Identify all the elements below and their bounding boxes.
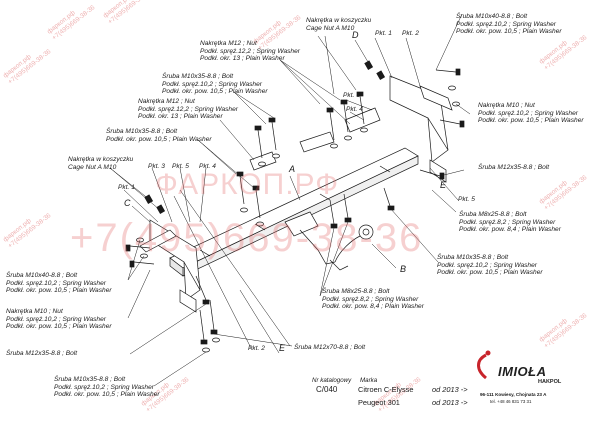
pkt-label: Pkt. 5 (458, 196, 475, 203)
pkt-label: Pkt. 2 (248, 345, 265, 352)
brand-address: 96-111 Kowiesy, Chojnata 23 A (480, 392, 547, 397)
callout-bolt-m12x70: Śruba M12x70-8.8 ; Bolt (294, 344, 366, 351)
pkt-label: Pkt. 1 (375, 30, 392, 37)
catalog-number: C/040 (316, 385, 338, 394)
vehicle-year: od 2013 -> (432, 385, 468, 394)
pkt-label: Pkt. 2 (402, 30, 419, 37)
pkt-label: Pkt. 3 (343, 92, 360, 99)
letter-c: C (124, 198, 131, 208)
vehicle-name: Citroen C-Elysse (358, 385, 414, 394)
letter-b: B (400, 264, 407, 274)
brand-sub: HAKPOL (538, 379, 562, 385)
pkt-label: Pkt. 3 (148, 163, 165, 170)
pkt-label: Pkt. 4 (346, 106, 363, 113)
brand-phone: tel. +48 46 831 73 31 (490, 399, 532, 404)
letter-d: D (352, 30, 359, 40)
brand-logo-mark (477, 350, 491, 380)
callout-bolt-m12x35-left: Śruba M12x35-8.8 ; Bolt (6, 350, 78, 357)
letter-a: A (289, 164, 296, 174)
vehicle-year: od 2013 -> (432, 398, 468, 407)
catalog-number-label: Nr katalogowy (312, 377, 352, 384)
pkt-label: Pkt. 1 (118, 184, 135, 191)
letter-e: E (279, 343, 286, 353)
pkt-label: Pkt. 5 (172, 163, 189, 170)
brand-name: IMIOŁA (498, 364, 547, 379)
make-label: Marka (360, 377, 378, 384)
pkt-label: Pkt. 4 (199, 163, 216, 170)
callout-bolt-m12x35-right: Śruba M12x35-8.8 ; Bolt (478, 164, 550, 171)
vehicle-name: Peugeot 301 (358, 398, 400, 407)
letter-e: E (440, 180, 447, 190)
